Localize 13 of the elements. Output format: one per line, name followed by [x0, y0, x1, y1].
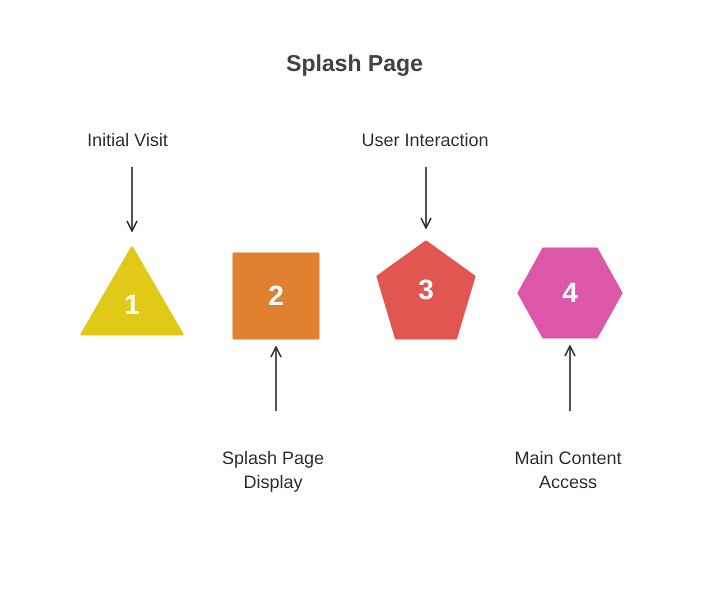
step-number: 1	[124, 288, 140, 320]
arrow	[126, 167, 138, 232]
step-label: Initial Visit	[87, 129, 168, 152]
step-label: Main Content Access	[513, 447, 623, 494]
step-number: 3	[418, 274, 434, 306]
step-label: User Interaction	[361, 129, 489, 152]
diagram-title: Splash Page	[285, 50, 424, 77]
step-label: Splash Page Display	[220, 447, 326, 494]
arrow	[270, 346, 282, 411]
arrow	[420, 167, 432, 229]
arrow	[564, 345, 576, 411]
step-number: 4	[562, 277, 578, 309]
step-number: 2	[268, 280, 284, 312]
